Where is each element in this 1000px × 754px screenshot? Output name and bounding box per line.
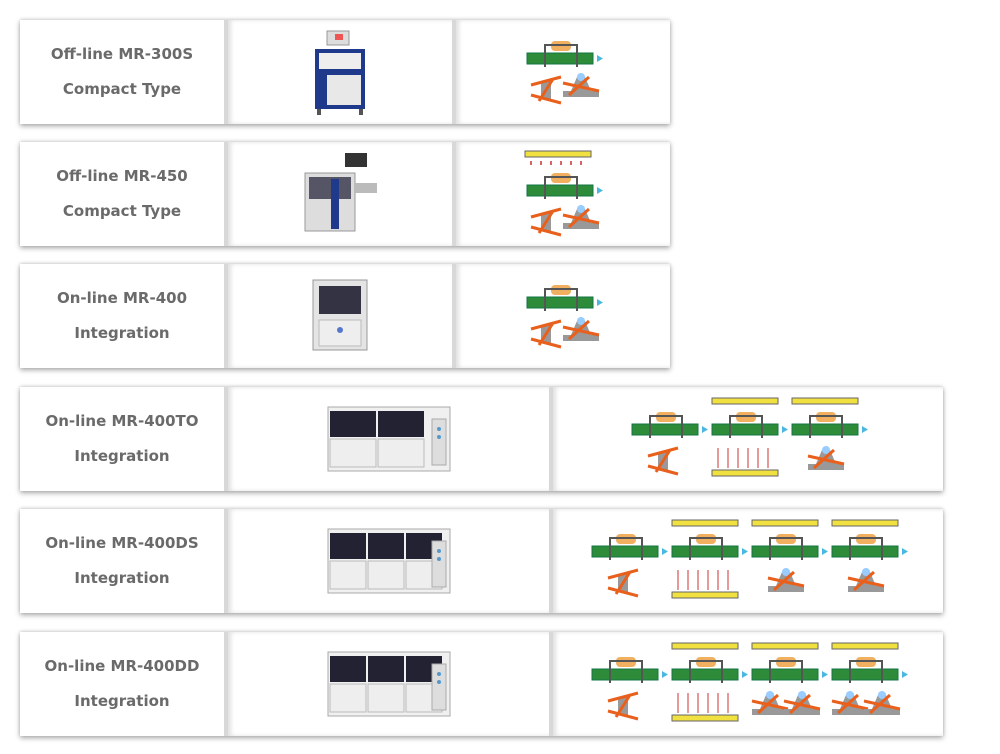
process-diagram [549, 387, 943, 491]
product-type: Compact Type [62, 80, 182, 98]
process-diagram [549, 509, 943, 613]
product-model: Off-line MR-450 [56, 167, 188, 185]
machine-image [224, 632, 549, 736]
product-model: On-line MR-400DS [45, 534, 199, 552]
product-type: Integration [74, 447, 170, 465]
machine-image [224, 264, 452, 368]
product-name-cell: On-line MR-400DD Integration [20, 632, 224, 736]
product-row: On-line MR-400DD Integration [20, 632, 943, 736]
product-type: Integration [74, 324, 170, 342]
product-row: On-line MR-400DS Integration [20, 509, 943, 613]
process-diagram [452, 264, 670, 368]
product-name-cell: Off-line MR-300S Compact Type [20, 20, 224, 124]
product-row: On-line MR-400TO Integration [20, 387, 943, 491]
product-name-cell: On-line MR-400DS Integration [20, 509, 224, 613]
product-type: Integration [74, 692, 170, 710]
machine-image [224, 142, 452, 246]
process-diagram [549, 632, 943, 736]
product-type: Integration [74, 569, 170, 587]
product-model: Off-line MR-300S [50, 45, 194, 63]
process-diagram [452, 142, 670, 246]
machine-image [224, 387, 549, 491]
product-model: On-line MR-400 [56, 289, 188, 307]
product-model: On-line MR-400TO [45, 412, 199, 430]
product-row: Off-line MR-300S Compact Type [20, 20, 670, 124]
machine-image [224, 509, 549, 613]
product-name-cell: On-line MR-400TO Integration [20, 387, 224, 491]
product-model: On-line MR-400DD [44, 657, 200, 675]
process-diagram [452, 20, 670, 124]
machine-image [224, 20, 452, 124]
product-type: Compact Type [62, 202, 182, 220]
